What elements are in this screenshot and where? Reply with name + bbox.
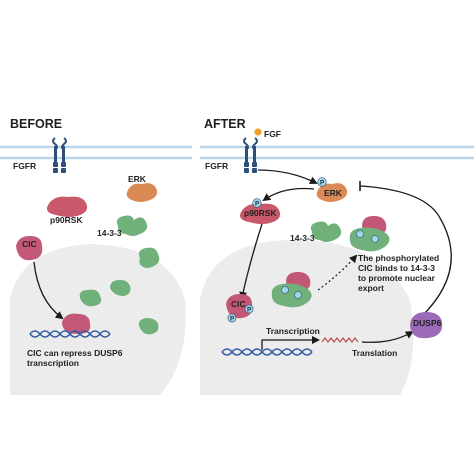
before-note-line2: transcription bbox=[27, 358, 79, 368]
before-note-line1: CIC can repress DUSP6 bbox=[27, 348, 123, 358]
before-panel: BEFORE FGFR ERK p90RSK 14-3-3 bbox=[0, 117, 192, 395]
dusp6-mrna bbox=[321, 337, 359, 343]
after-fgf-label: FGF bbox=[264, 129, 281, 139]
after-p90rsk-label: p90RSK bbox=[244, 208, 277, 218]
after-14-3-3-label: 14-3-3 bbox=[290, 233, 315, 243]
erk-phospho-label: P bbox=[320, 180, 325, 187]
before-erk-protein bbox=[126, 183, 158, 202]
before-14-3-3-nuclear-2 bbox=[110, 280, 131, 296]
fgfr-to-erk-arrow bbox=[257, 169, 318, 184]
dusp6-protein bbox=[410, 312, 443, 339]
before-14-3-3-nuclear-3 bbox=[138, 318, 159, 335]
cic-phospho-label-1: P bbox=[247, 307, 252, 314]
cic-phospho-site-2 bbox=[227, 313, 237, 323]
before-membrane bbox=[0, 145, 192, 160]
transcription-label: Transcription bbox=[266, 326, 320, 336]
after-cic-label: CIC bbox=[231, 299, 246, 309]
after-fgfr-label: FGFR bbox=[205, 161, 228, 171]
after-dna bbox=[221, 348, 313, 356]
translation-arrow bbox=[361, 330, 414, 343]
after-erk-label: ERK bbox=[324, 188, 343, 198]
erk-phospho-site bbox=[317, 177, 327, 187]
before-erk-label: ERK bbox=[128, 174, 147, 184]
after-14-3-3-protein bbox=[310, 221, 342, 242]
after-membrane bbox=[200, 145, 474, 160]
before-14-3-3-free bbox=[138, 247, 160, 268]
callout-line-1: The phosphorylated bbox=[358, 253, 439, 263]
after-erk-protein bbox=[316, 183, 348, 202]
before-fgfr-receptor bbox=[52, 137, 67, 173]
after-p90rsk-protein bbox=[240, 203, 281, 224]
before-14-3-3-protein bbox=[116, 215, 148, 236]
before-cic-on-dna bbox=[62, 313, 91, 334]
after-cic-protein bbox=[226, 294, 253, 319]
before-p90rsk-protein bbox=[47, 196, 88, 217]
before-14-3-3-nuclear-1 bbox=[79, 289, 102, 307]
dusp6-label: DUSP6 bbox=[413, 318, 442, 328]
callout-line-2: CIC binds to 14-3-3 bbox=[358, 263, 435, 273]
before-14-3-3-label: 14-3-3 bbox=[97, 228, 122, 238]
before-dna bbox=[29, 330, 111, 338]
before-title: BEFORE bbox=[10, 117, 62, 131]
before-cic-protein bbox=[16, 236, 43, 261]
cic-phospho-label-2: P bbox=[230, 316, 235, 323]
before-fgfr-label: FGFR bbox=[13, 161, 36, 171]
after-fgfr-receptor bbox=[243, 137, 258, 173]
fgf-ligand-icon bbox=[254, 128, 262, 136]
callout-line-4: export bbox=[358, 283, 384, 293]
p90rsk-phospho-site bbox=[252, 198, 262, 208]
translation-label: Translation bbox=[352, 348, 397, 358]
callout-line-3: to promote nuclear bbox=[358, 273, 436, 283]
after-panel: AFTER FGF FGFR ERK P bbox=[200, 117, 474, 395]
after-nucleus bbox=[200, 239, 414, 395]
before-cic-import-arrow bbox=[33, 261, 64, 320]
dusp6-inhibits-erk-line bbox=[359, 185, 452, 319]
p90rsk-phospho-label: P bbox=[255, 201, 260, 208]
cic-phospho-site-1 bbox=[244, 304, 254, 314]
erk-to-p90rsk-arrow bbox=[262, 187, 315, 202]
cic-14-3-3-complex-exported bbox=[349, 216, 390, 252]
before-nucleus bbox=[10, 244, 186, 395]
nuclear-export-arrow bbox=[317, 254, 358, 291]
after-title: AFTER bbox=[204, 117, 246, 131]
transcription-arrow bbox=[261, 336, 320, 350]
before-p90rsk-label: p90RSK bbox=[50, 215, 83, 225]
p90rsk-to-cic-arrow bbox=[239, 223, 263, 300]
before-cic-label: CIC bbox=[22, 239, 37, 249]
cic-14-3-3-complex-nuclear bbox=[271, 272, 312, 308]
